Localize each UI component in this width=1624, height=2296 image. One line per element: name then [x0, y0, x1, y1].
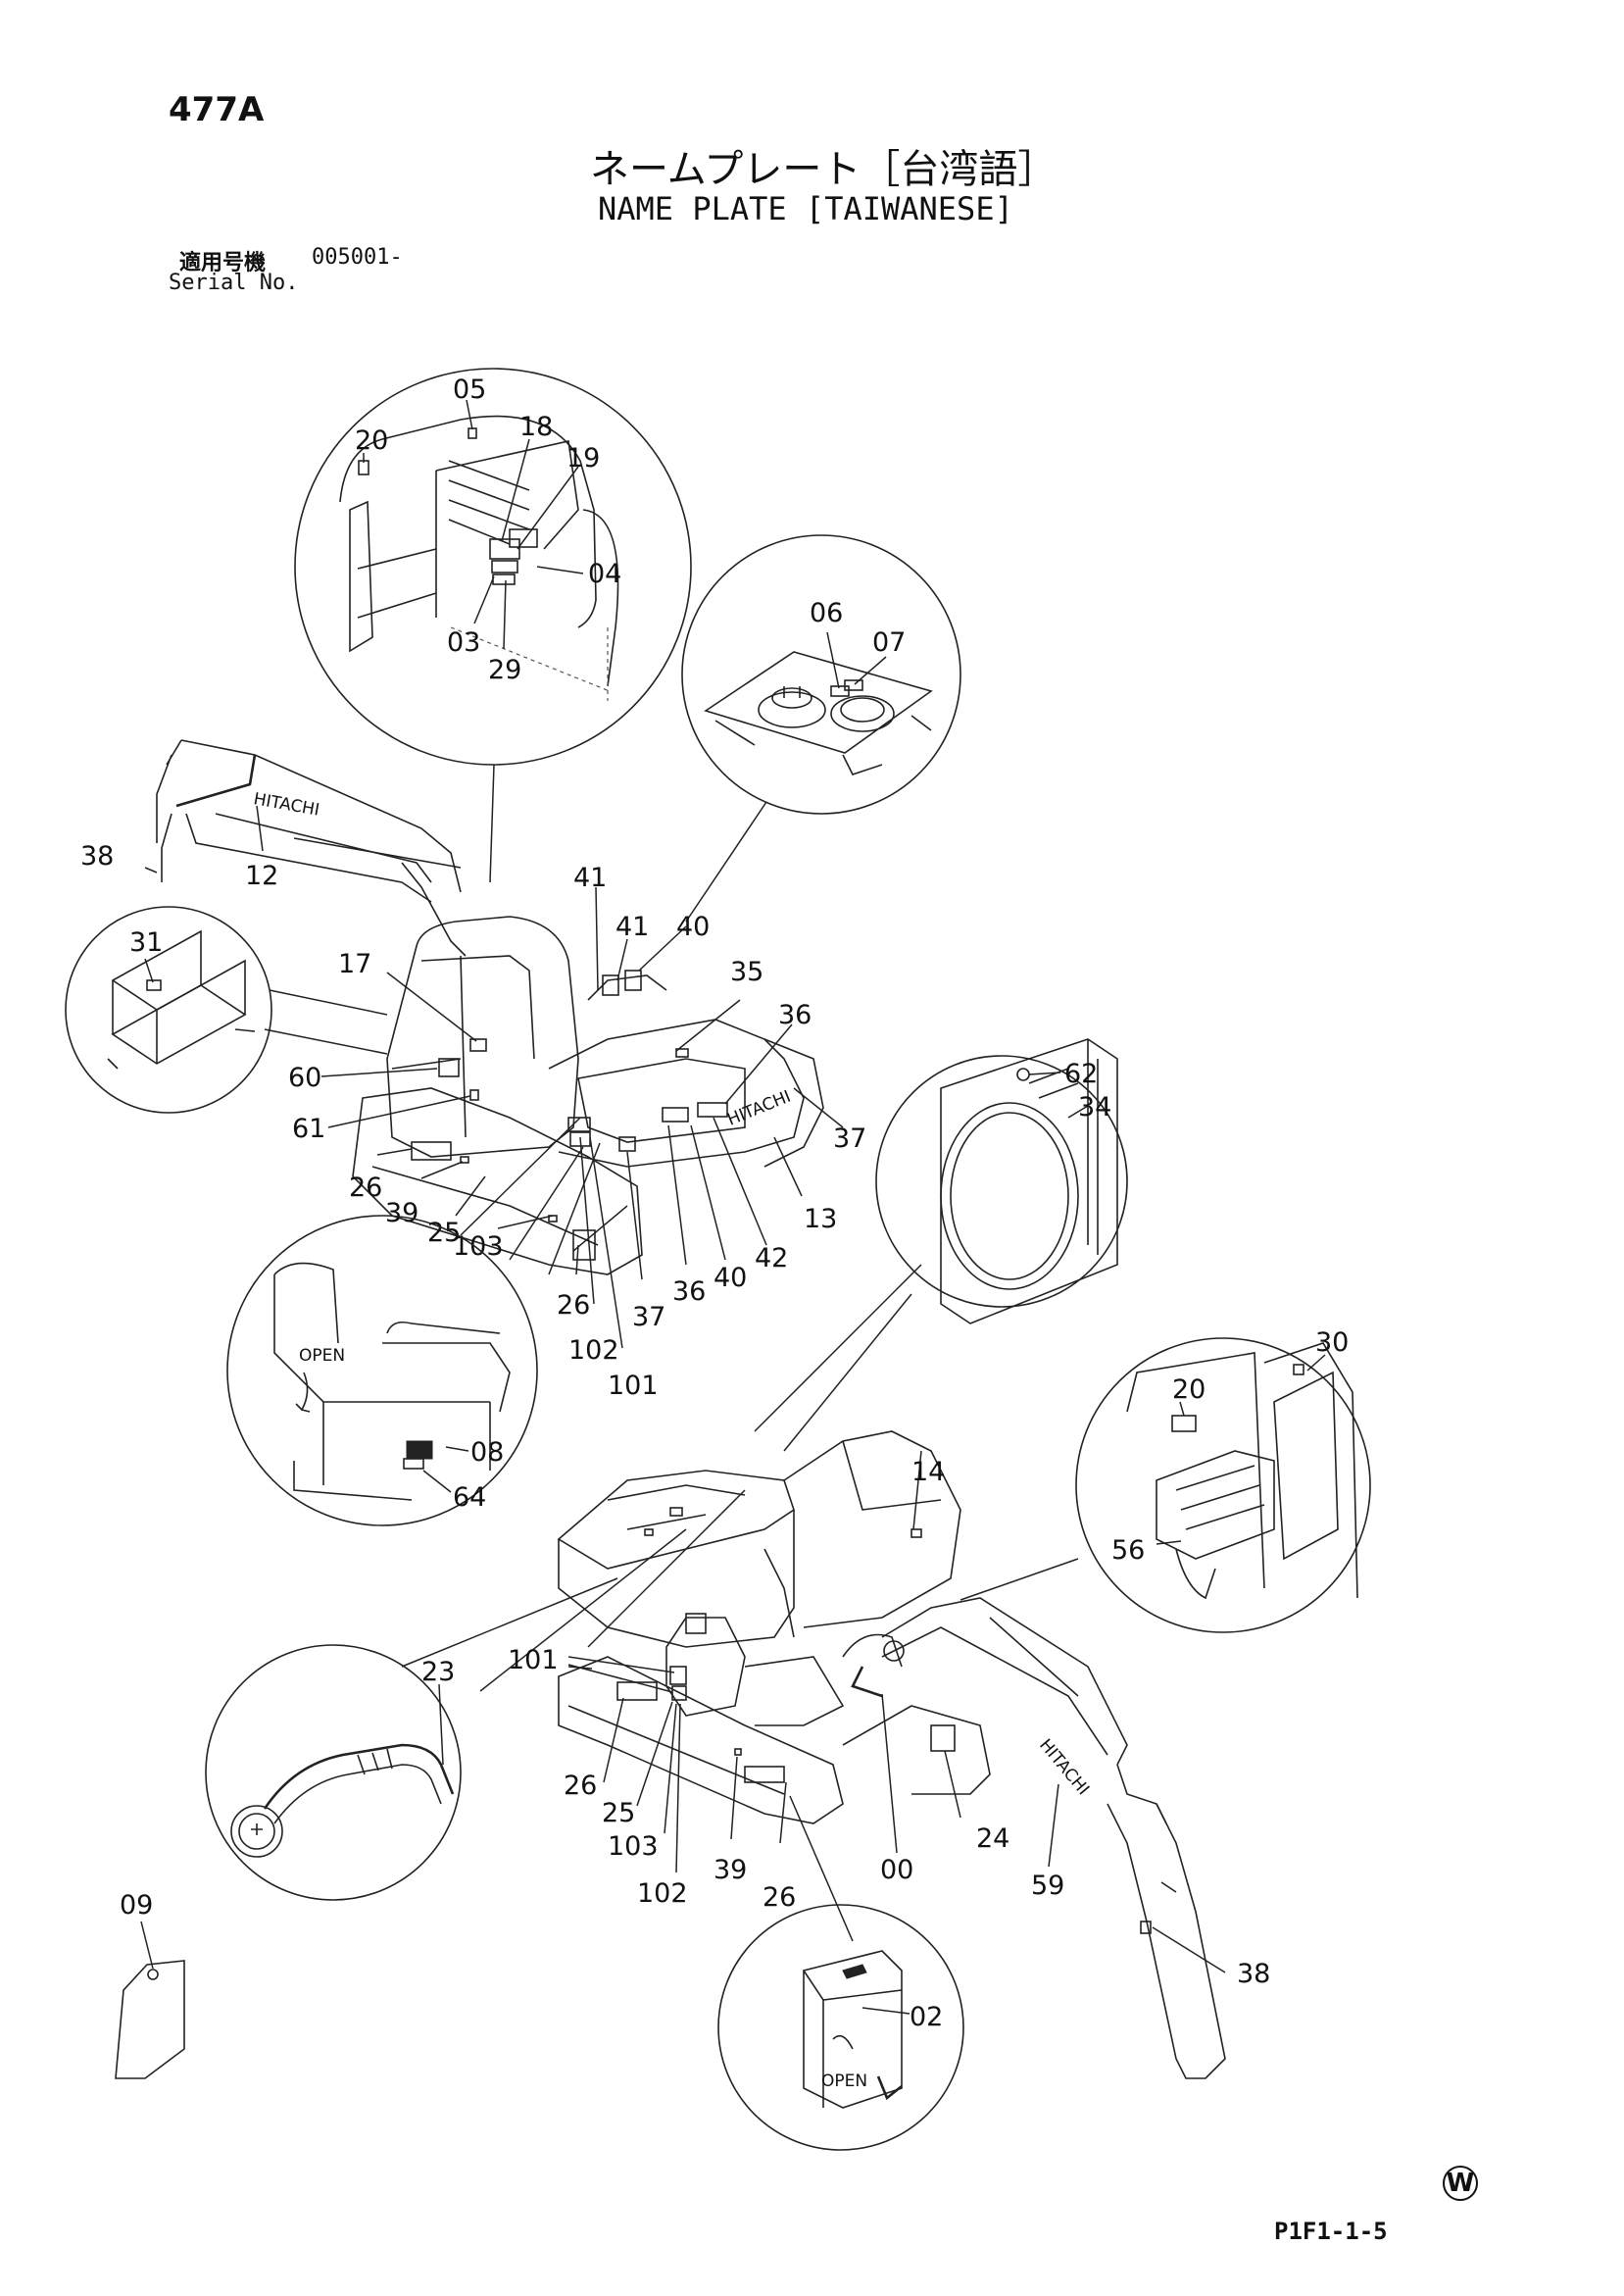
detail-fuel-hose: 23 [205, 1577, 618, 1901]
callout-59: 59 [1031, 1871, 1064, 1901]
detail-tool-box: 02 OPEN [717, 1904, 964, 2151]
detail-cab-console: 30 20 56 [960, 1327, 1371, 1633]
title-japanese: ネームプレート［台湾語］ [590, 147, 1058, 192]
callout-29: 29 [488, 655, 521, 685]
callout-35: 35 [730, 957, 763, 987]
callout-61: 61 [292, 1114, 325, 1144]
callout-19: 19 [566, 443, 600, 474]
callout-03: 03 [447, 627, 480, 658]
machine-lower-view: HITACHI [479, 1430, 1270, 2079]
callout-25: 25 [427, 1218, 461, 1248]
callout-12: 12 [245, 861, 278, 891]
callout-20: 20 [355, 425, 388, 456]
callout-38: 38 [1237, 1959, 1270, 1989]
page-number: 477A [169, 90, 265, 129]
callout-18: 18 [519, 412, 553, 442]
boom-brand-text: HITACHI [252, 789, 320, 820]
callout-25: 25 [602, 1798, 635, 1828]
detail-open-panel: OPEN 08 64 [226, 1142, 601, 1526]
callout-06: 06 [810, 598, 843, 628]
detail-controller-bracket: 31 [65, 906, 388, 1114]
callout-13: 13 [804, 1204, 837, 1234]
callout-04: 04 [588, 559, 621, 589]
callout-23: 23 [421, 1657, 455, 1687]
detail-horn-battery: 06 07 [681, 534, 961, 923]
arm-brand-text: HITACHI [1035, 1735, 1093, 1799]
callout-102: 102 [637, 1878, 688, 1909]
serial-label-japanese: 適用号機 [179, 251, 267, 275]
callout-08: 08 [470, 1437, 504, 1468]
open-label-toolbox: OPEN [821, 2071, 867, 2091]
callout-26: 26 [349, 1173, 382, 1203]
callout-00: 00 [880, 1855, 913, 1885]
callout-37: 37 [833, 1123, 866, 1154]
callout-26: 26 [763, 1882, 796, 1913]
callout-36: 36 [778, 1000, 812, 1030]
callout-37: 37 [632, 1302, 665, 1332]
callout-101: 101 [608, 1371, 659, 1401]
callout-36: 36 [672, 1276, 706, 1307]
callout-14: 14 [911, 1457, 945, 1487]
callout-31: 31 [129, 927, 163, 958]
callout-41: 41 [615, 912, 649, 942]
callout-09: 09 [120, 1890, 153, 1921]
callout-103: 103 [453, 1231, 504, 1262]
open-label: OPEN [299, 1346, 345, 1366]
detail-cab-interior: 05 20 18 19 04 03 29 [294, 368, 692, 883]
detail-radiator: 62 34 [754, 1038, 1128, 1452]
callout-56: 56 [1111, 1535, 1145, 1566]
callout-34: 34 [1078, 1092, 1111, 1123]
machine-upper-view: HITACHI HITACHI [80, 739, 866, 1401]
callout-103: 103 [608, 1831, 659, 1862]
detail-tag-09: 09 [115, 1890, 185, 2079]
callout-39: 39 [385, 1198, 418, 1228]
callout-26: 26 [564, 1771, 597, 1801]
callout-41: 41 [573, 863, 607, 893]
callout-30: 30 [1315, 1327, 1349, 1358]
callout-20: 20 [1172, 1374, 1206, 1405]
callout-24: 24 [976, 1823, 1009, 1854]
title-english: NAME PLATE [TAIWANESE] [598, 190, 1013, 227]
callout-102: 102 [568, 1335, 619, 1366]
figure-code: P1F1-1-5 [1274, 2218, 1388, 2245]
callout-40: 40 [676, 912, 710, 942]
callout-38: 38 [80, 841, 114, 872]
callout-07: 07 [872, 627, 906, 658]
callout-60: 60 [288, 1063, 321, 1093]
callout-101: 101 [508, 1645, 559, 1675]
callout-05: 05 [453, 374, 486, 405]
callout-39: 39 [714, 1855, 747, 1885]
callout-64: 64 [453, 1482, 486, 1513]
callout-42: 42 [755, 1243, 788, 1273]
watermark-badge: W [1443, 2166, 1478, 2201]
callout-26: 26 [557, 1290, 590, 1321]
serial-label-english: Serial No. [169, 271, 299, 295]
callout-40: 40 [714, 1263, 747, 1293]
callout-62: 62 [1064, 1059, 1098, 1089]
callout-02: 02 [910, 2002, 943, 2032]
callout-17: 17 [338, 949, 371, 979]
serial-number-value: 005001- [312, 245, 403, 270]
